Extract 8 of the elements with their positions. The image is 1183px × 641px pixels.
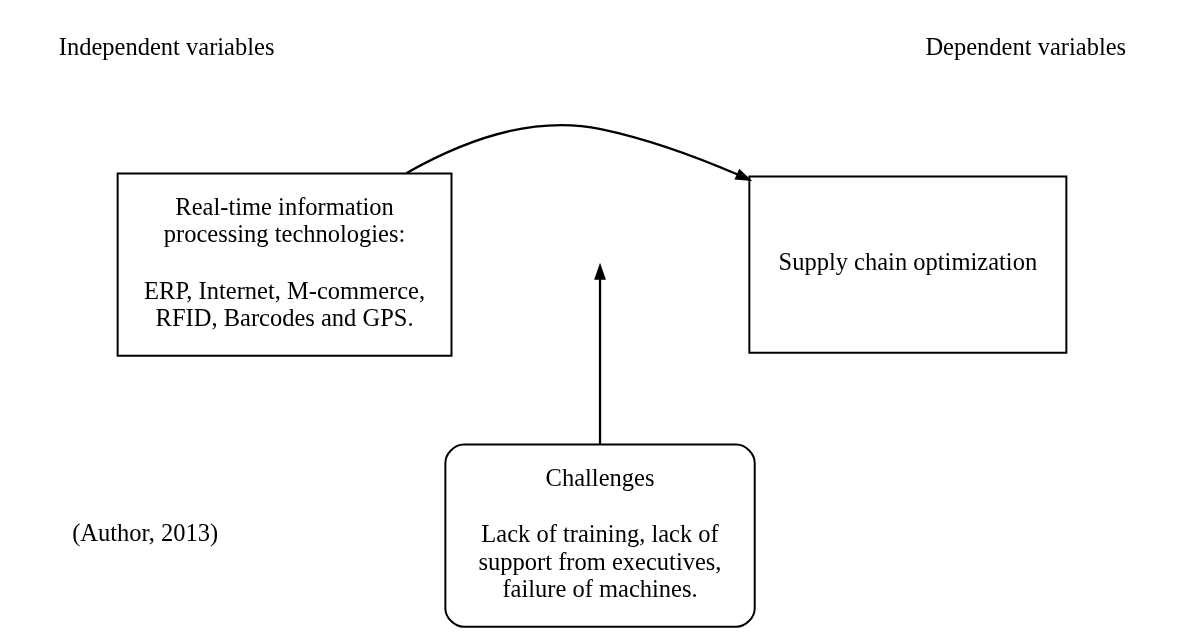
node-box: Challenges Lack of training, lack of support from executives, failure of machines. <box>443 443 756 628</box>
label: Independent variables <box>58 33 274 61</box>
label: Dependent variables <box>924 33 1126 61</box>
label: (Author, 2013) <box>71 519 218 547</box>
node-box: Supply chain optimization <box>747 175 1067 354</box>
arrow <box>593 262 606 445</box>
arrow <box>405 124 752 181</box>
node-box: Real-time information processing technologies: ERP, Internet, M-commerce, RFID, Barcodes and GPS. <box>116 172 452 357</box>
